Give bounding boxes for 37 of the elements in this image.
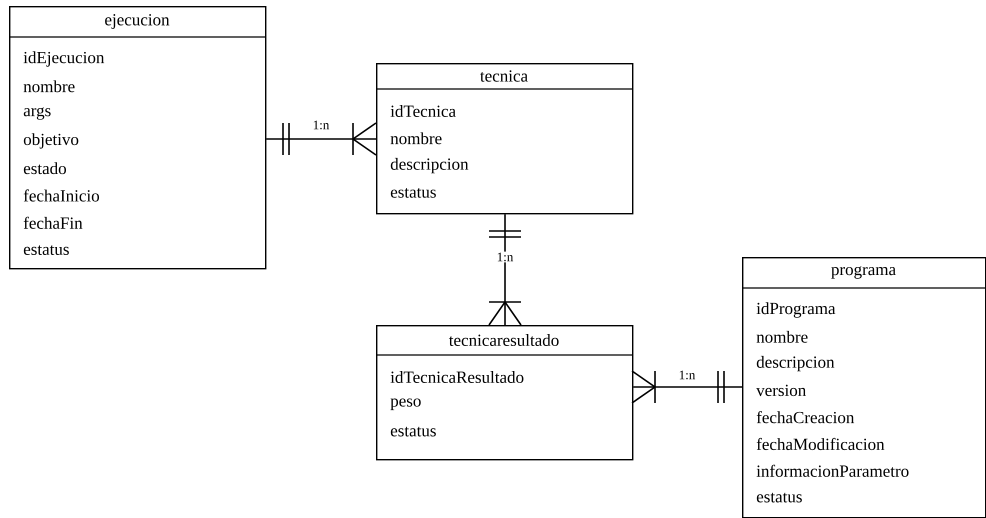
attribute-name: idTecnica (390, 105, 456, 117)
attribute-name: descripcion (390, 158, 468, 174)
relationship-line (632, 370, 742, 404)
attribute-name: fechaInicio (24, 189, 100, 202)
attribute-name: estatus (390, 188, 436, 198)
entity-name: tecnica (480, 70, 528, 82)
attribute-name: nombre (756, 330, 808, 343)
attribute-name: nombre (390, 132, 442, 144)
entity-name: programa (831, 266, 896, 279)
edge-label: 1:n (680, 370, 696, 380)
attribute-name: idTecnicaResultado (390, 371, 524, 383)
attribute-name: peso (390, 398, 421, 410)
attribute-name: nombre (24, 80, 75, 92)
attribute-name: estatus (24, 245, 69, 255)
entity-table (742, 257, 986, 518)
edge-label: 1:n (314, 120, 330, 130)
attribute-name: informacionParametro (756, 464, 909, 477)
attribute-name: version (756, 384, 806, 396)
relationship-line (266, 122, 376, 156)
entity-name: tecnicaresultado (448, 334, 559, 346)
attribute-name: idEjecucion (24, 51, 104, 67)
entity-table (376, 325, 634, 460)
attribute-name: descripcion (756, 356, 834, 372)
attribute-name: estatus (756, 492, 802, 502)
attribute-name: objetivo (24, 133, 78, 149)
entity-name: ejecucion (105, 14, 170, 29)
attribute-name: estatus (390, 426, 436, 436)
attribute-name: fechaFin (24, 216, 82, 229)
attribute-name: idPrograma (756, 302, 836, 318)
attribute-name: fechaModificacion (756, 438, 884, 450)
entity-table (9, 6, 266, 270)
attribute-name: fechaCreacion (756, 411, 854, 424)
entity-table (376, 63, 634, 214)
attribute-name: estado (24, 162, 66, 174)
relationship-line (488, 214, 522, 326)
edge-label: 1:n (496, 252, 514, 262)
attribute-name: args (24, 107, 51, 120)
